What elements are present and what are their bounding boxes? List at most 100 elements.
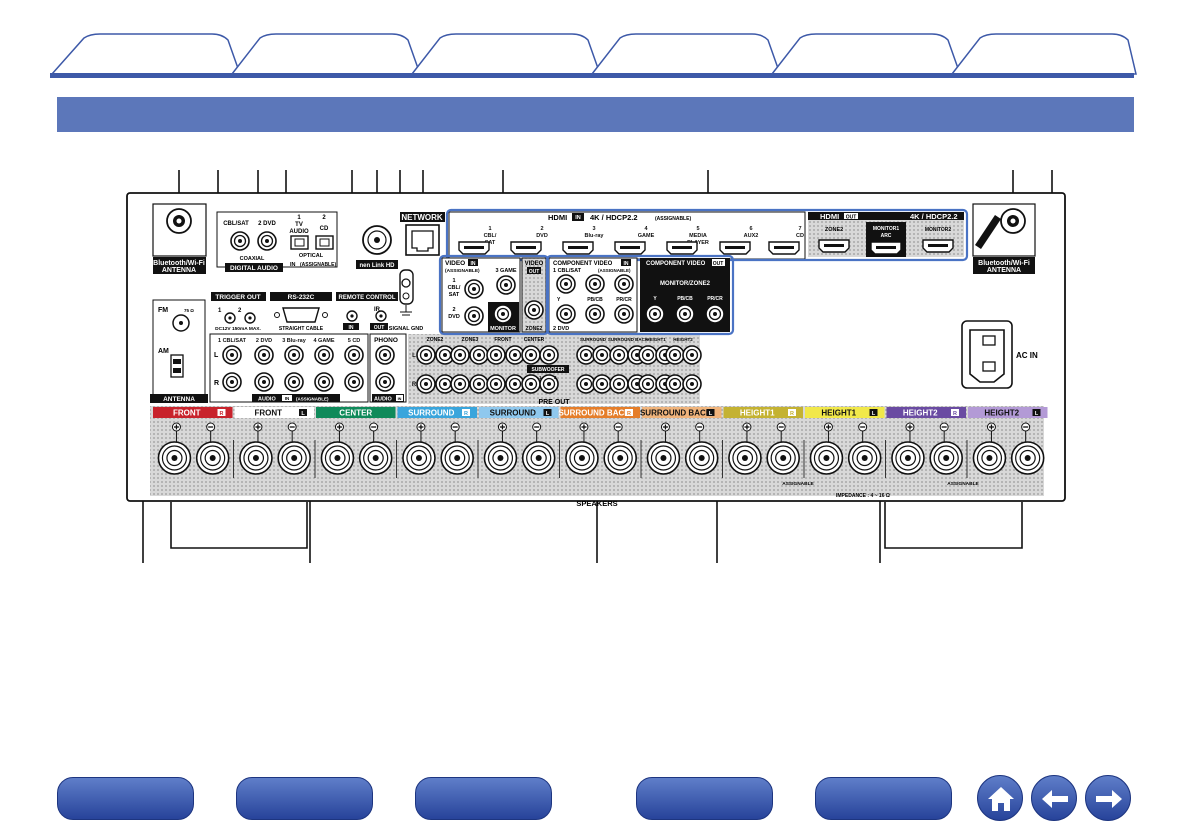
hdmi-out-monitor1-port[interactable] [870, 241, 902, 255]
component-in1-y[interactable] [556, 274, 576, 294]
video-zone2-out-jack[interactable] [524, 300, 544, 320]
audio-in-5-l-jack[interactable] [344, 345, 364, 365]
component-in2-y[interactable] [556, 304, 576, 324]
pre-out-height1-l-jack-lower[interactable] [638, 374, 658, 394]
speaker-channel-4-minus-post[interactable] [440, 441, 474, 475]
trigger-jack-2[interactable] [244, 312, 256, 324]
link-hd-jack[interactable]: nen Link HD [356, 225, 398, 269]
pre-out-zone3-l-jack-lower[interactable] [450, 374, 470, 394]
phono-jack-l[interactable] [375, 345, 395, 365]
pre-out-zone3-r-jack[interactable] [469, 345, 489, 365]
pre-out-surround-back-l-jack[interactable] [609, 345, 629, 365]
pre-out-surround-r-jack-lower[interactable] [592, 374, 612, 394]
rs232c-port[interactable] [274, 307, 328, 323]
hdmi-in-port-7[interactable] [768, 241, 800, 255]
nav-button-4[interactable] [636, 777, 773, 820]
speaker-channel-4-plus-post[interactable] [402, 441, 436, 475]
speaker-channel-9-plus-post[interactable] [809, 441, 844, 475]
forward-button[interactable] [1085, 775, 1131, 821]
nav-button-3[interactable] [415, 777, 552, 820]
audio-in-2-l-jack[interactable] [254, 345, 274, 365]
speaker-channel-1-minus-post[interactable] [195, 441, 230, 475]
remote-in-jack[interactable] [346, 310, 358, 322]
video-in-jack-3[interactable] [496, 275, 516, 295]
pre-out-zone3-l-jack[interactable] [450, 345, 470, 365]
video-in-jack-1[interactable] [464, 279, 484, 299]
tab-6[interactable] [950, 33, 1137, 75]
component-out-y-jack[interactable] [645, 304, 665, 324]
audio-in-4-r-jack[interactable] [314, 372, 334, 392]
audio-in-4-l-jack[interactable] [314, 345, 334, 365]
nav-button-2[interactable] [236, 777, 373, 820]
ac-in-inlet[interactable]: AC IN [961, 320, 1038, 389]
hdmi-in-port-1[interactable] [458, 241, 490, 255]
pre-out-height1-l-jack[interactable] [638, 345, 658, 365]
hdmi-in-port-6[interactable] [719, 241, 751, 255]
speaker-channel-9-minus-post[interactable] [847, 441, 882, 475]
audio-in-3-l-jack[interactable] [284, 345, 304, 365]
speaker-channel-10-plus-post[interactable] [891, 441, 925, 475]
tab-5[interactable] [770, 33, 962, 75]
speaker-channel-7-plus-post[interactable] [646, 441, 681, 475]
pre-out-height2-l-jack[interactable] [665, 345, 685, 365]
speaker-channel-3-minus-post[interactable] [358, 441, 393, 475]
pre-out-center-r-jack[interactable] [539, 345, 559, 365]
nav-button-1[interactable] [57, 777, 194, 820]
fm-antenna-jack[interactable] [172, 314, 190, 332]
video-in-jack-2[interactable] [464, 306, 484, 326]
speaker-channel-1-plus-post[interactable] [157, 441, 192, 475]
speaker-channel-10-minus-post[interactable] [929, 441, 963, 475]
pre-out-height2-r-jack[interactable] [682, 345, 702, 365]
speaker-channel-8-plus-post[interactable] [728, 441, 762, 475]
component-in2-pr[interactable] [614, 304, 634, 324]
speaker-channel-6-plus-post[interactable] [565, 441, 599, 475]
speaker-channel-11-plus-post[interactable] [972, 441, 1007, 475]
pre-out-center-l-jack[interactable] [521, 345, 541, 365]
hdmi-in-port-2[interactable] [510, 241, 542, 255]
coaxial-jack-2[interactable] [257, 231, 277, 251]
tab-3[interactable] [410, 33, 602, 75]
speaker-channel-7-minus-post[interactable] [684, 441, 719, 475]
speaker-channel-6-minus-post[interactable] [603, 441, 637, 475]
component-in1-pr[interactable] [614, 274, 634, 294]
pre-out-height2-l-jack-lower[interactable] [665, 374, 685, 394]
pre-out-height2-r-jack-lower[interactable] [682, 374, 702, 394]
optical-jack-2[interactable] [315, 235, 334, 250]
tab-2[interactable] [230, 33, 422, 75]
network-port[interactable]: NETWORK [400, 212, 445, 256]
speaker-channel-3-plus-post[interactable] [320, 441, 355, 475]
audio-in-1-l-jack[interactable] [222, 345, 242, 365]
pre-out-surround-r-jack[interactable] [592, 345, 612, 365]
bt-antenna-left[interactable]: Bluetooth/Wi-Fi ANTENNA [152, 203, 207, 274]
speaker-channel-2-plus-post[interactable] [239, 441, 273, 475]
audio-in-3-r-jack[interactable] [284, 372, 304, 392]
nav-button-5[interactable] [815, 777, 952, 820]
hdmi-in-port-3[interactable] [562, 241, 594, 255]
bt-antenna-right[interactable]: Bluetooth/Wi-Fi ANTENNA [972, 203, 1036, 274]
coaxial-jack-1[interactable] [230, 231, 250, 251]
trigger-jack-1[interactable] [224, 312, 236, 324]
back-button[interactable] [1031, 775, 1077, 821]
speaker-channel-8-minus-post[interactable] [766, 441, 800, 475]
tab-4[interactable] [590, 33, 782, 75]
tab-1[interactable] [50, 33, 242, 75]
home-button[interactable] [977, 775, 1023, 821]
pre-out-surround-back-l-jack-lower[interactable] [609, 374, 629, 394]
audio-in-2-r-jack[interactable] [254, 372, 274, 392]
pre-out-zone2-l-jack-lower[interactable] [416, 374, 436, 394]
optical-jack-1[interactable] [290, 235, 309, 250]
am-antenna-terminal[interactable] [170, 354, 184, 378]
pre-out-front-l-jack-lower[interactable] [486, 374, 506, 394]
remote-out-jack[interactable] [375, 310, 387, 322]
audio-in-5-r-jack[interactable] [344, 372, 364, 392]
hdmi-in-port-4[interactable] [614, 241, 646, 255]
speaker-channel-11-minus-post[interactable] [1010, 441, 1045, 475]
phono-jack-r[interactable] [375, 372, 395, 392]
audio-in-1-r-jack[interactable] [222, 372, 242, 392]
pre-out-zone3-r-jack-lower[interactable] [469, 374, 489, 394]
pre-out-front-l-jack[interactable] [486, 345, 506, 365]
signal-gnd-terminal[interactable]: SIGNAL GND [389, 269, 423, 332]
component-out-pr-jack[interactable] [705, 304, 725, 324]
component-in2-pb[interactable] [585, 304, 605, 324]
hdmi-out-monitor2-port[interactable] [922, 239, 954, 253]
